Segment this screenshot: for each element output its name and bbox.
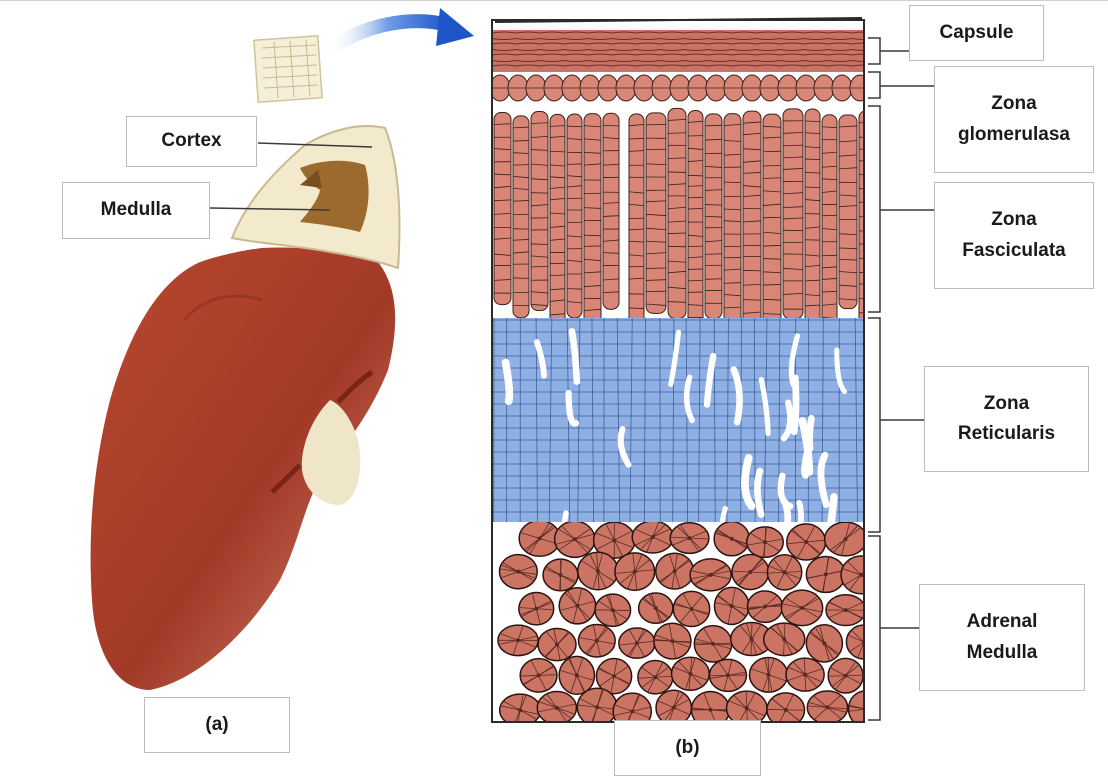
zona-glomerulosa-text-1: Zona [958, 89, 1070, 119]
adrenal-gland-drawing [232, 126, 399, 268]
adrenal-medulla-label: Adrenal Medulla [919, 584, 1085, 691]
panel-b-text: (b) [675, 733, 699, 763]
zona-glomerulosa-layer [490, 72, 870, 104]
capsule-text: Capsule [940, 18, 1014, 48]
adrenal-medulla-text-2: Medulla [967, 638, 1038, 668]
zona-fasciculata-text-1: Zona [962, 205, 1066, 235]
zona-reticularis-layer [492, 318, 864, 553]
adrenal-medulla-text-1: Adrenal [967, 607, 1038, 637]
medulla-label: Medulla [62, 182, 210, 239]
adrenal-medulla-layer [492, 521, 883, 730]
capsule-label: Capsule [909, 5, 1044, 61]
zona-glomerulosa-text-2: glomerulasa [958, 120, 1070, 150]
capsule-layer [492, 30, 876, 72]
zona-reticularis-text-2: Reticularis [958, 419, 1055, 449]
cortex-text: Cortex [161, 126, 221, 156]
tissue-sample-icon [254, 36, 322, 102]
cortex-label: Cortex [126, 116, 257, 167]
panel-b-label: (b) [614, 720, 761, 776]
zona-reticularis-text-1: Zona [958, 389, 1055, 419]
kidney-drawing [91, 248, 396, 690]
zona-fasciculata-layer [492, 102, 874, 339]
histology-column [490, 18, 883, 730]
medulla-text: Medulla [101, 195, 172, 225]
zona-glomerulosa-label: Zona glomerulasa [934, 66, 1094, 173]
curved-arrow-icon [328, 8, 474, 52]
zona-reticularis-label: Zona Reticularis [924, 366, 1089, 472]
zona-fasciculata-text-2: Fasciculata [962, 236, 1066, 266]
zona-fasciculata-label: Zona Fasciculata [934, 182, 1094, 289]
panel-a-label: (a) [144, 697, 290, 753]
panel-a-text: (a) [205, 710, 228, 740]
